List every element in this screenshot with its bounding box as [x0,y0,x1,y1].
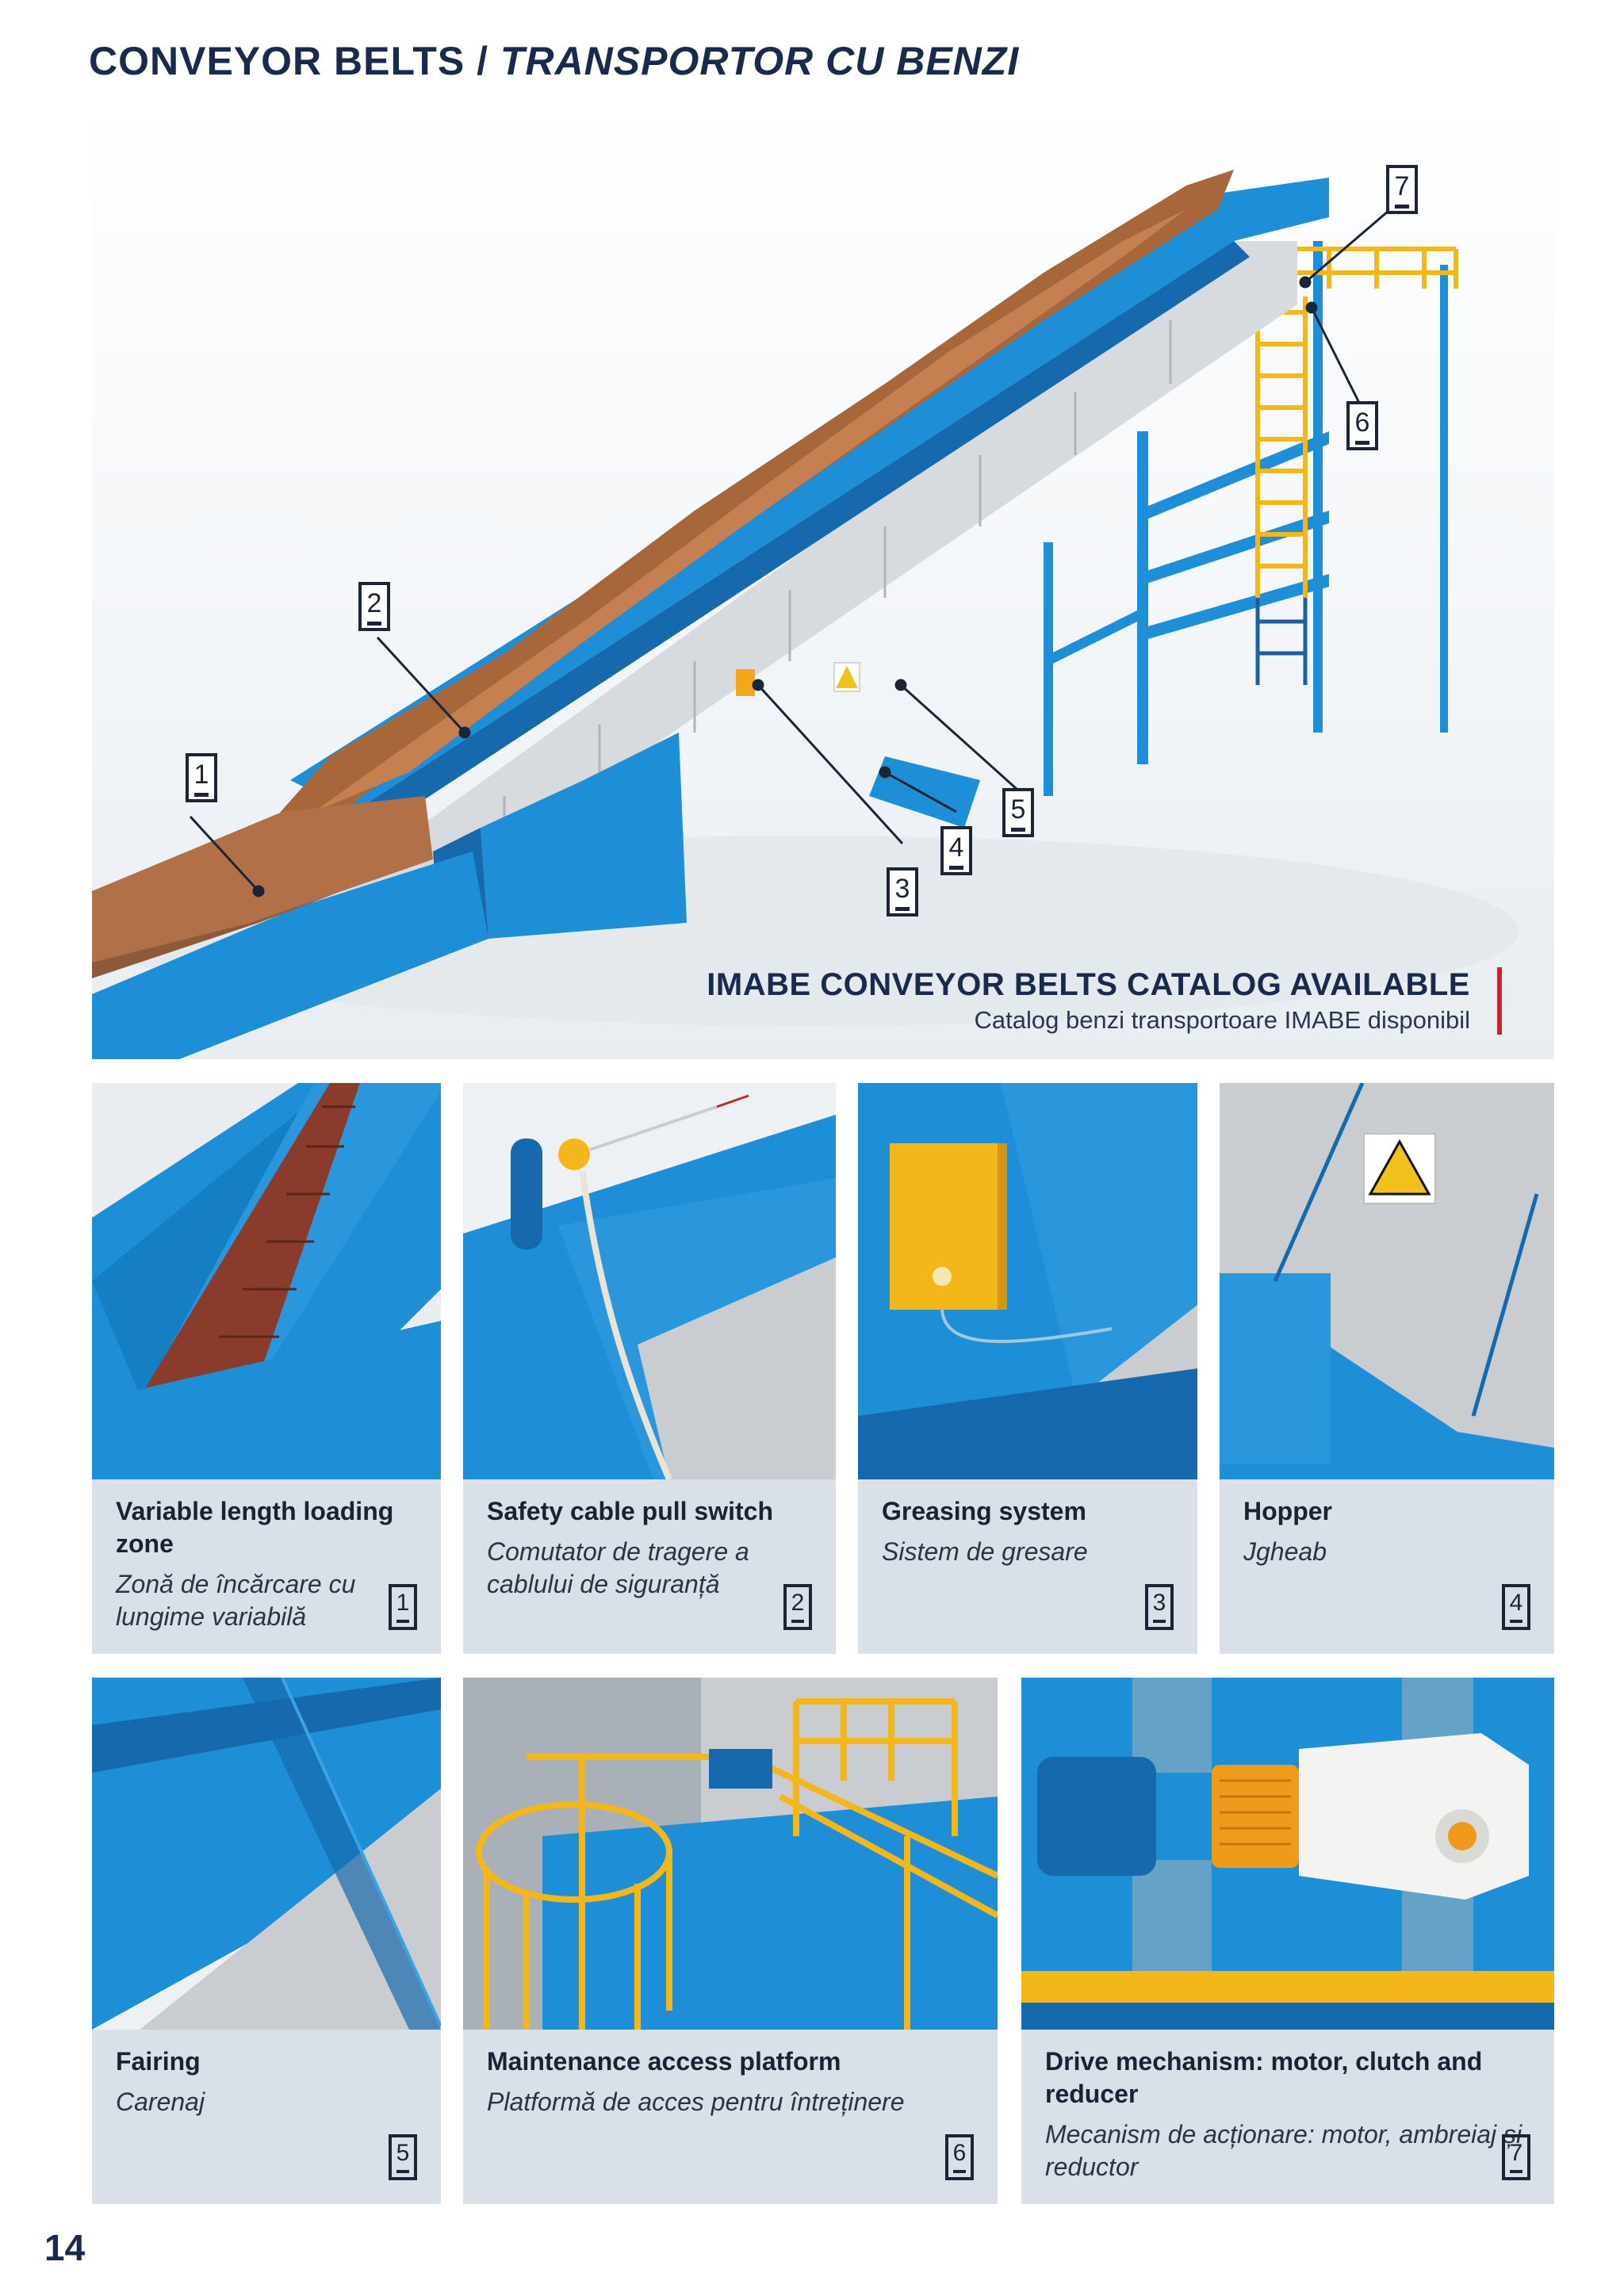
hero-callout-4: 4 [940,826,972,875]
safety-switch-image [463,1083,836,1479]
loading-zone-image [92,1083,441,1479]
catalog-banner-ro: Catalog benzi transportoare IMABE dispon… [974,1006,1470,1034]
hero-conveyor-illustration: 1 2 3 4 5 6 7 IMABE CONVEYOR BELTS CATAL… [92,98,1554,1059]
catalog-banner: IMABE CONVEYOR BELTS CATALOG AVAILABLE C… [707,967,1502,1035]
access-platform-image [463,1678,998,2030]
hero-callout-7: 7 [1386,165,1418,214]
page-title-ro: TRANSPORTOR CU BENZI [500,39,1020,83]
feature-card-greasing-system: Greasing system Sistem de gresare 3 [858,1083,1197,1654]
feature-card-loading-zone: Variable length loading zone Zonă de înc… [92,1083,441,1654]
feature-2-number-badge: 2 [783,1584,812,1630]
page-title: CONVEYOR BELTS / TRANSPORTOR CU BENZI [89,38,1019,84]
hero-callout-5: 5 [1002,788,1034,837]
fairing-caption: Fairing Carenaj [116,2045,417,2118]
page-title-en: CONVEYOR BELTS / [89,39,489,83]
hero-callout-6: 6 [1346,401,1378,450]
feature-3-title-en: Greasing system [882,1497,1086,1525]
access-platform-caption: Maintenance access platform Platformă de… [487,2045,974,2118]
feature-card-hopper: Hopper Jgheab 4 [1220,1083,1554,1654]
feature-card-fairing: Fairing Carenaj 5 [92,1678,441,2204]
page-number: 14 [44,2227,86,2268]
drive-mechanism-caption: Drive mechanism: motor, clutch and reduc… [1045,2045,1530,2183]
hopper-caption: Hopper Jgheab [1243,1495,1530,1568]
conveyor-illustration-svg [92,170,1519,1059]
feature-1-title-ro: Zonă de încărcare cu lungime variabilă [116,1570,356,1631]
feature-5-title-ro: Carenaj [116,2087,205,2116]
feature-4-number-badge: 4 [1502,1584,1530,1630]
catalog-banner-en: IMABE CONVEYOR BELTS CATALOG AVAILABLE [707,967,1470,1002]
feature-1-title-en: Variable length loading zone [116,1497,394,1558]
feature-2-title-ro: Comutator de tragere a cablului de sigur… [487,1537,749,1598]
hero-callout-1: 1 [186,753,217,802]
feature-4-title-en: Hopper [1243,1497,1332,1525]
feature-7-number-badge: 7 [1502,2134,1530,2180]
feature-4-title-ro: Jgheab [1243,1537,1327,1566]
drive-mechanism-image [1021,1678,1554,2030]
feature-card-safety-switch: Safety cable pull switch Comutator de tr… [463,1083,836,1654]
feature-7-title-ro: Mecanism de acționare: motor, ambreiaj ș… [1045,2120,1522,2181]
feature-7-title-en: Drive mechanism: motor, clutch and reduc… [1045,2047,1483,2108]
safety-switch-caption: Safety cable pull switch Comutator de tr… [487,1495,812,1601]
feature-1-number-badge: 1 [389,1584,417,1630]
feature-3-title-ro: Sistem de gresare [882,1537,1088,1566]
greasing-system-image [858,1083,1197,1479]
feature-6-number-badge: 6 [945,2134,974,2180]
greasing-system-caption: Greasing system Sistem de gresare [882,1495,1174,1568]
feature-2-title-en: Safety cable pull switch [487,1497,773,1525]
feature-5-title-en: Fairing [116,2047,201,2076]
feature-6-title-en: Maintenance access platform [487,2047,841,2076]
feature-3-number-badge: 3 [1145,1584,1174,1630]
hopper-image [1220,1083,1554,1479]
feature-6-title-ro: Platformă de acces pentru întreținere [487,2087,905,2116]
loading-zone-caption: Variable length loading zone Zonă de înc… [116,1495,417,1633]
hero-callout-2: 2 [358,582,390,631]
feature-card-access-platform: Maintenance access platform Platformă de… [463,1678,998,2204]
fairing-image [92,1678,441,2030]
feature-5-number-badge: 5 [389,2134,417,2180]
hero-callout-3: 3 [887,867,918,916]
feature-card-drive-mechanism: Drive mechanism: motor, clutch and reduc… [1021,1678,1554,2204]
